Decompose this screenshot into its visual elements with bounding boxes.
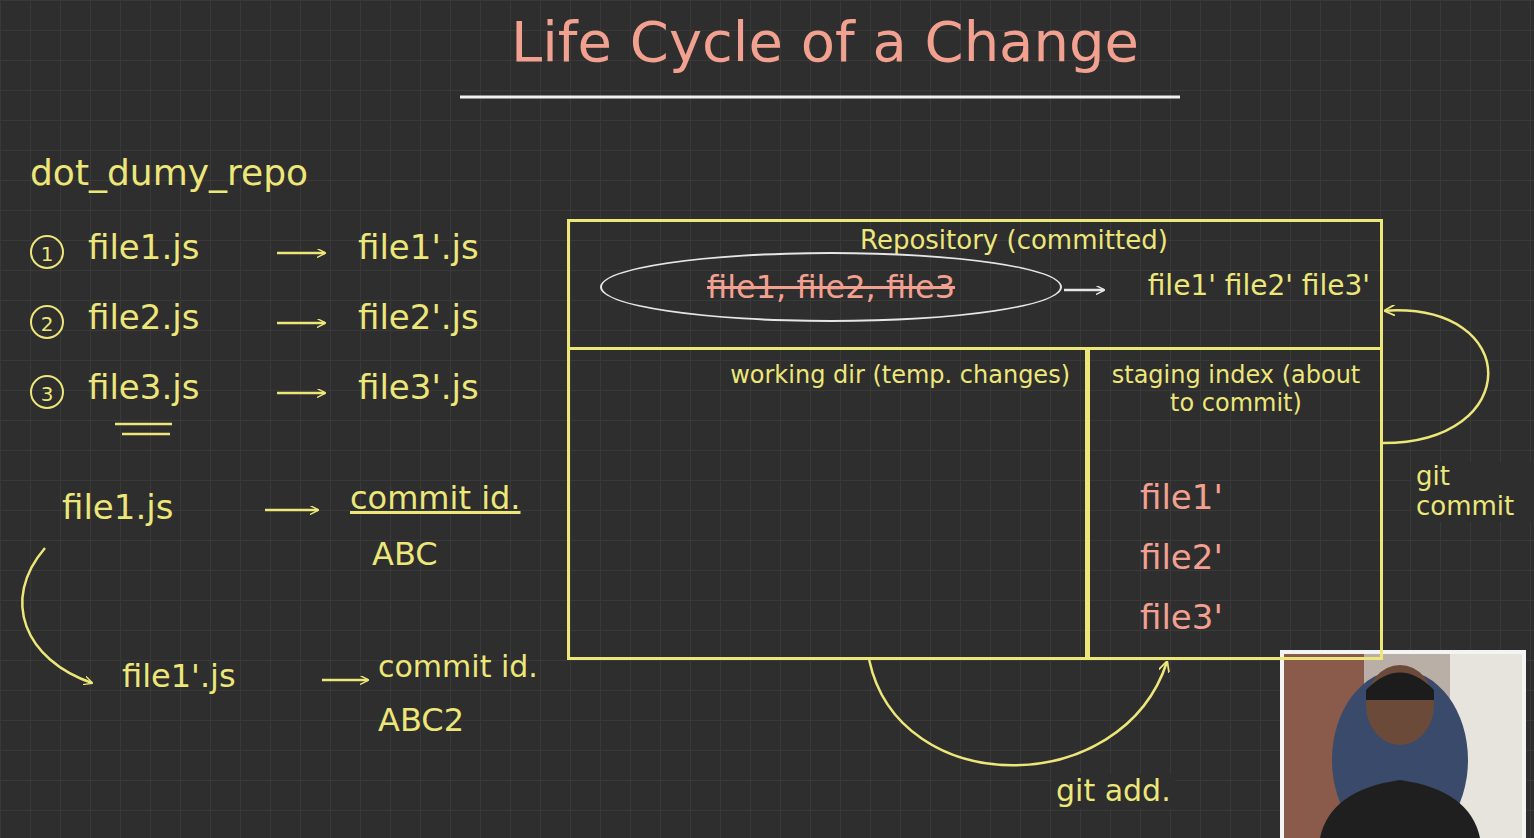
commit-id-label: commit id. [350,480,521,517]
region-heading: Repository (committed) [860,226,1300,256]
mapping-arrow [322,679,368,682]
staged-file: file1' [1140,478,1223,517]
callout-number: 2 [30,305,64,339]
replace-arrow [1064,289,1104,292]
rename-arrow [277,392,325,395]
curved-arrow [22,548,92,683]
file-name: file3'.js [358,368,479,407]
edge-label: git add. [1052,774,1175,809]
staging-region: staging index (about to commit) file1' fil… [1087,350,1383,660]
repository-region: Repository (committed) file1' file2' file… [567,219,1383,350]
file-name: file3.js [88,368,199,407]
file-name: file2.js [88,298,199,337]
commit-id-value: ABC [372,536,438,573]
file-list: file1, file2, file3 [602,254,1060,320]
staged-file: file3' [1140,598,1223,637]
file-name: file1.js [62,488,173,527]
callout-number: 1 [30,235,64,269]
flow-arrow [869,660,1167,765]
working-dir-region: working dir (temp. changes) [567,350,1088,660]
file-name: file1'.js [358,228,479,267]
staged-file: file2' [1140,538,1223,577]
title-underline [460,96,1180,99]
region-heading: staging index (about to commit) [1098,362,1374,417]
emphasis-underline [115,423,172,426]
file-list: file1' file2' file3' [1108,270,1370,302]
commit-id-value: ABC2 [378,702,464,739]
webcam-overlay [1280,650,1526,838]
diagram-title: Life Cycle of a Change [380,10,1270,74]
region-heading: working dir (temp. changes) [666,362,1070,390]
rename-arrow [277,252,325,255]
mapping-arrow [265,509,318,512]
file-name: file2'.js [358,298,479,337]
commit-id-label: commit id. [378,650,538,685]
rename-arrow [277,322,325,325]
emphasis-underline [122,433,170,436]
repo-name: dot_dumy_repo [30,152,308,193]
file-name: file1.js [88,228,199,267]
file-name: file1'.js [122,658,236,695]
flow-arrow [1383,310,1488,443]
old-files-oval: file1, file2, file3 [600,252,1062,322]
edge-label: git commit [1412,462,1534,522]
callout-number: 3 [30,375,64,409]
